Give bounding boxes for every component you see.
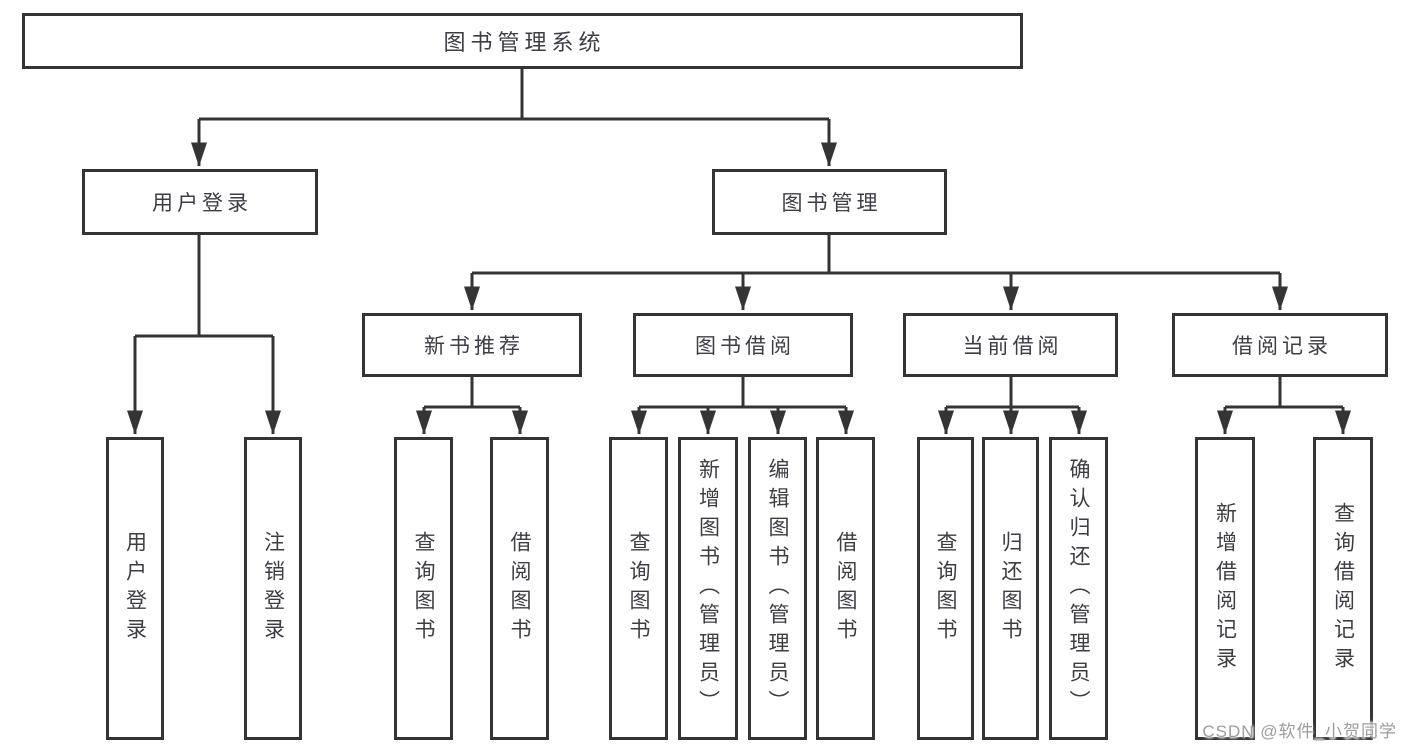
node-library-system: 图书管理系统 [22,13,1023,69]
leaf-query-borrow-record: 查询借阅记录 [1313,437,1373,740]
leaf-borrow-borrow-books: 借阅图书 [816,437,875,740]
node-user-login: 用户登录 [82,169,318,235]
leaf-add-book-admin: 新增图书（管理员） [678,437,738,740]
leaf-newbook-borrow-books: 借阅图书 [490,437,549,740]
leaf-borrow-query-books: 查询图书 [609,437,668,740]
leaf-current-query-books: 查询图书 [917,437,974,740]
leaf-newbook-query-books: 查询图书 [394,437,453,740]
node-label: 新书推荐 [424,335,524,358]
node-label: 注销登录 [261,530,285,647]
node-label: 图书借阅 [695,335,795,358]
leaf-return-book: 归还图书 [982,437,1039,740]
leaf-edit-book-admin: 编辑图书（管理员） [748,437,807,740]
leaf-logout: 注销登录 [244,437,302,740]
node-book-borrow: 图书借阅 [633,313,853,377]
node-borrow-record: 借阅记录 [1172,313,1388,377]
node-label: 查询图书 [627,530,650,647]
node-label: 用户登录 [152,192,252,215]
node-current-borrow: 当前借阅 [903,313,1118,377]
node-label: 借阅图书 [508,530,531,647]
node-label: 借阅图书 [834,530,857,647]
node-label: 确认归还（管理员） [1067,458,1090,719]
node-label: 查询图书 [934,530,957,647]
leaf-user-login: 用户登录 [106,437,164,740]
node-label: 新增图书（管理员） [696,458,720,719]
node-label: 新增借阅记录 [1213,501,1237,676]
node-book-management: 图书管理 [712,169,947,235]
leaf-add-borrow-record: 新增借阅记录 [1195,437,1255,740]
csdn-watermark: CSDN @软件_小贺同学 [1202,722,1397,741]
node-label: 图书管理 [781,192,882,215]
leaf-confirm-return-admin: 确认归还（管理员） [1049,437,1108,740]
node-label: 借阅记录 [1232,335,1332,358]
node-label: 编辑图书（管理员） [766,458,789,719]
node-label: 用户登录 [123,530,147,647]
node-label: 图书管理系统 [443,30,606,55]
node-label: 查询借阅记录 [1331,501,1355,676]
node-label: 归还图书 [999,530,1022,647]
node-new-book-recommend: 新书推荐 [362,313,582,377]
node-label: 当前借阅 [962,335,1063,358]
node-label: 查询图书 [412,530,435,647]
